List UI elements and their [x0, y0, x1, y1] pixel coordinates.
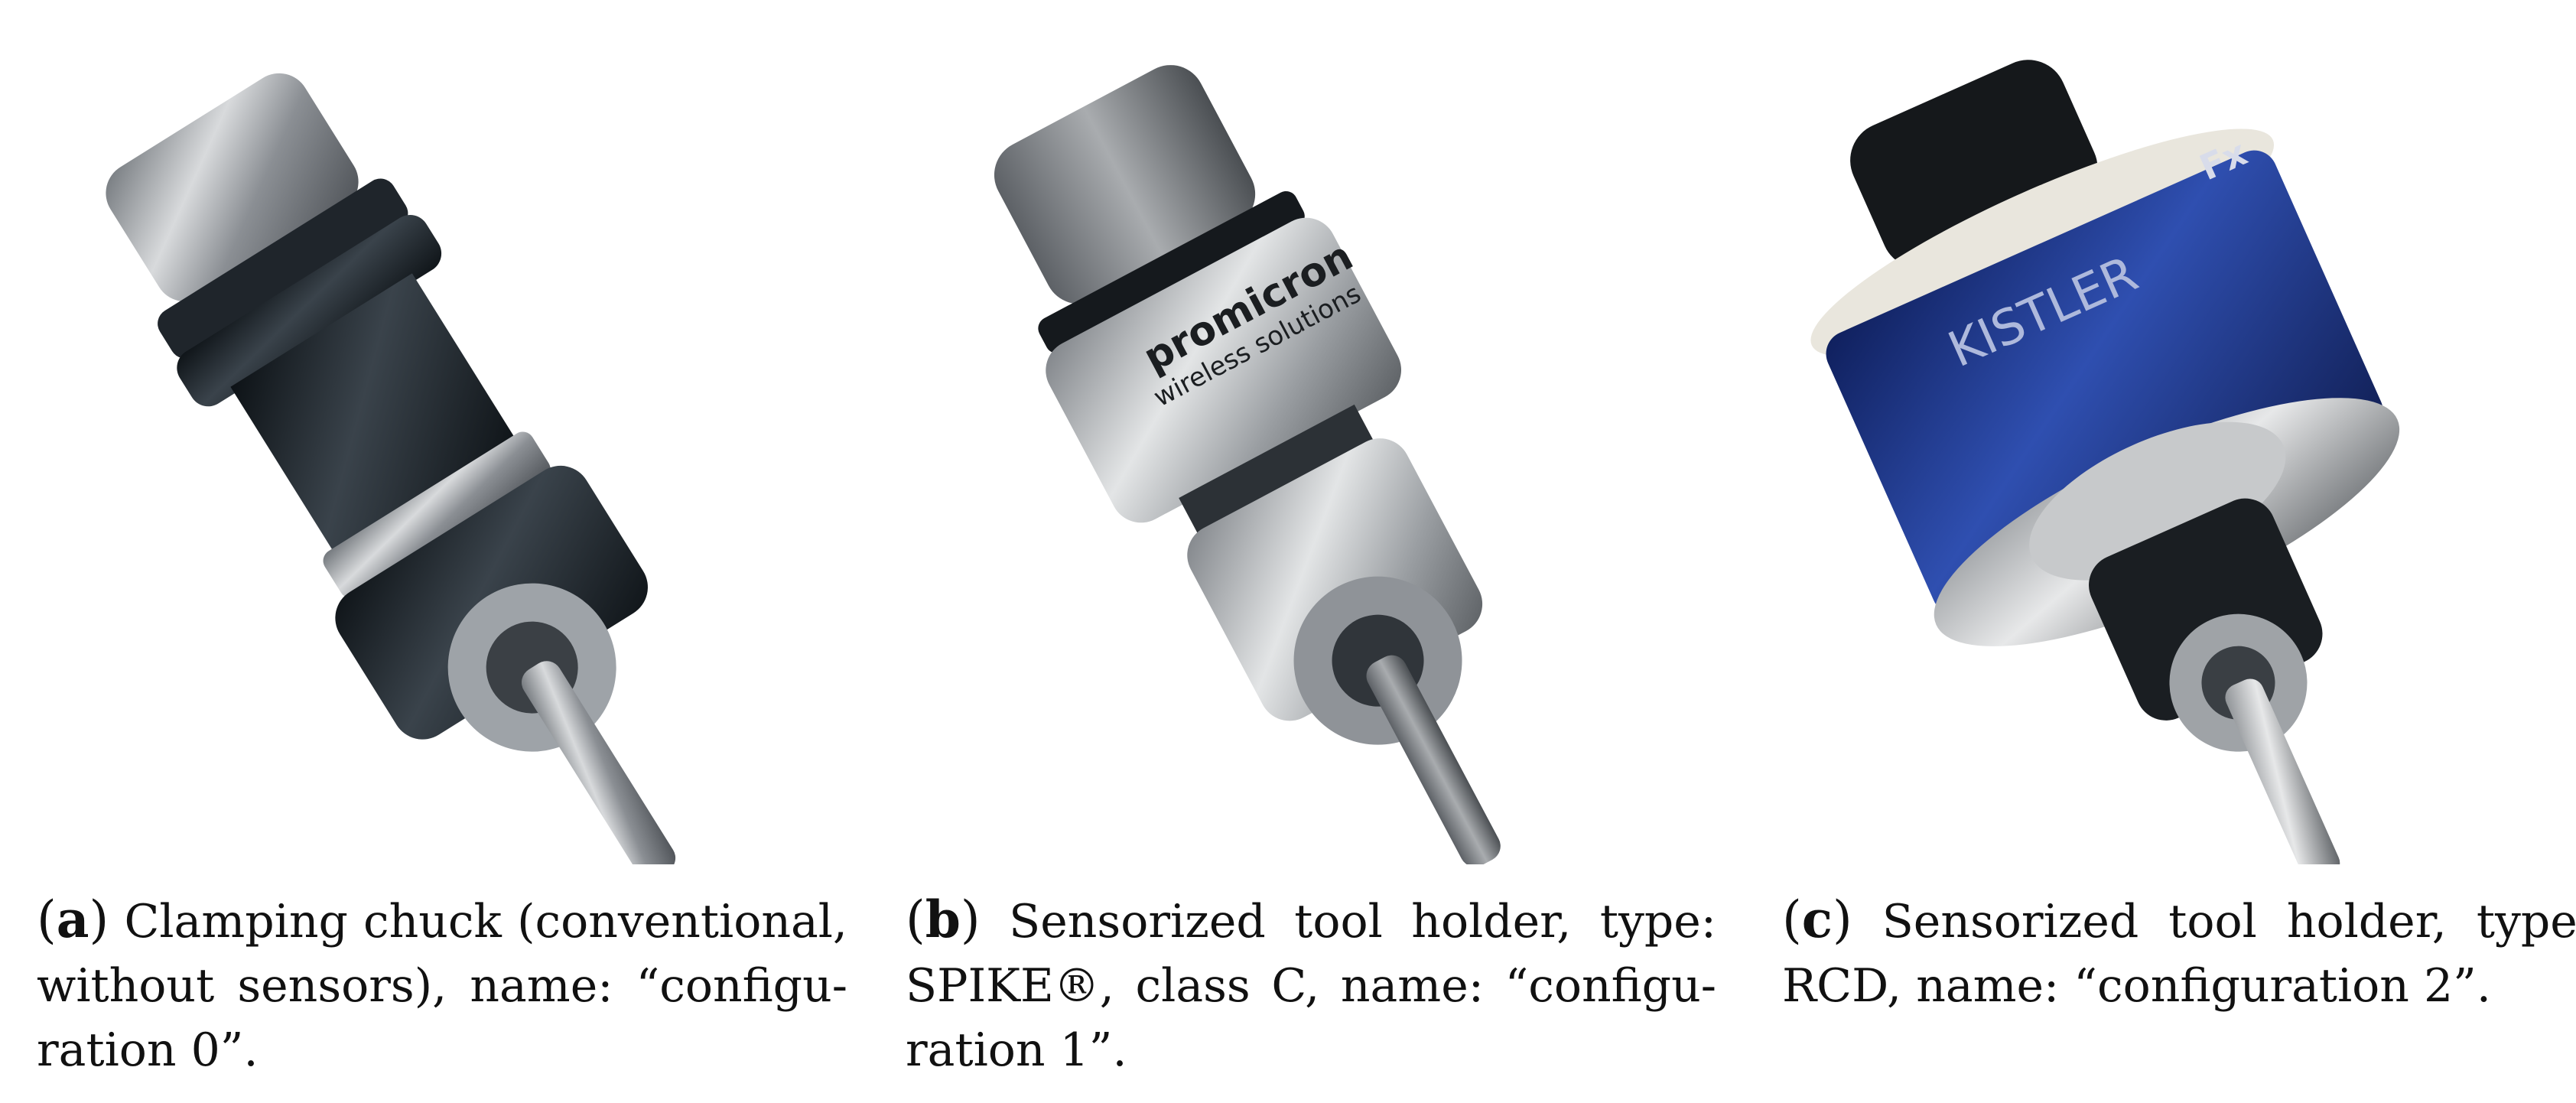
caption-c: (c) Sensorized tool holder, type: RCD, n… — [1782, 887, 2576, 1018]
caption-text-b: Sensorized tool holder, type: SPIKE®, cl… — [906, 895, 1716, 1077]
caption-text-c: Sensorized tool holder, type: RCD, name:… — [1782, 895, 2576, 1013]
panel-a: (a) Clamping chuck (conventional, withou… — [31, 0, 857, 1103]
caption-a: (a) Clamping chuck (conventional, withou… — [37, 887, 847, 1082]
panel-c: KISTLER Fx (c) Sensorized tool holder, t… — [1776, 0, 2576, 1103]
clamping-chuck-photo — [106, 73, 676, 864]
spike-tool-holder-photo: promicron wireless solutions — [994, 65, 1501, 864]
rcd-tool-holder-photo: KISTLER Fx — [1810, 60, 2400, 864]
caption-label-c: (c) — [1782, 890, 1852, 949]
caption-b: (b) Sensorized tool holder, type: SPIKE®… — [906, 887, 1716, 1082]
panel-b: promicron wireless solutions (b) Sensori… — [899, 0, 1725, 1103]
caption-text-a: Clamping chuck (conventional, without se… — [37, 895, 847, 1077]
caption-label-b: (b) — [906, 890, 981, 949]
caption-label-a: (a) — [37, 890, 109, 949]
